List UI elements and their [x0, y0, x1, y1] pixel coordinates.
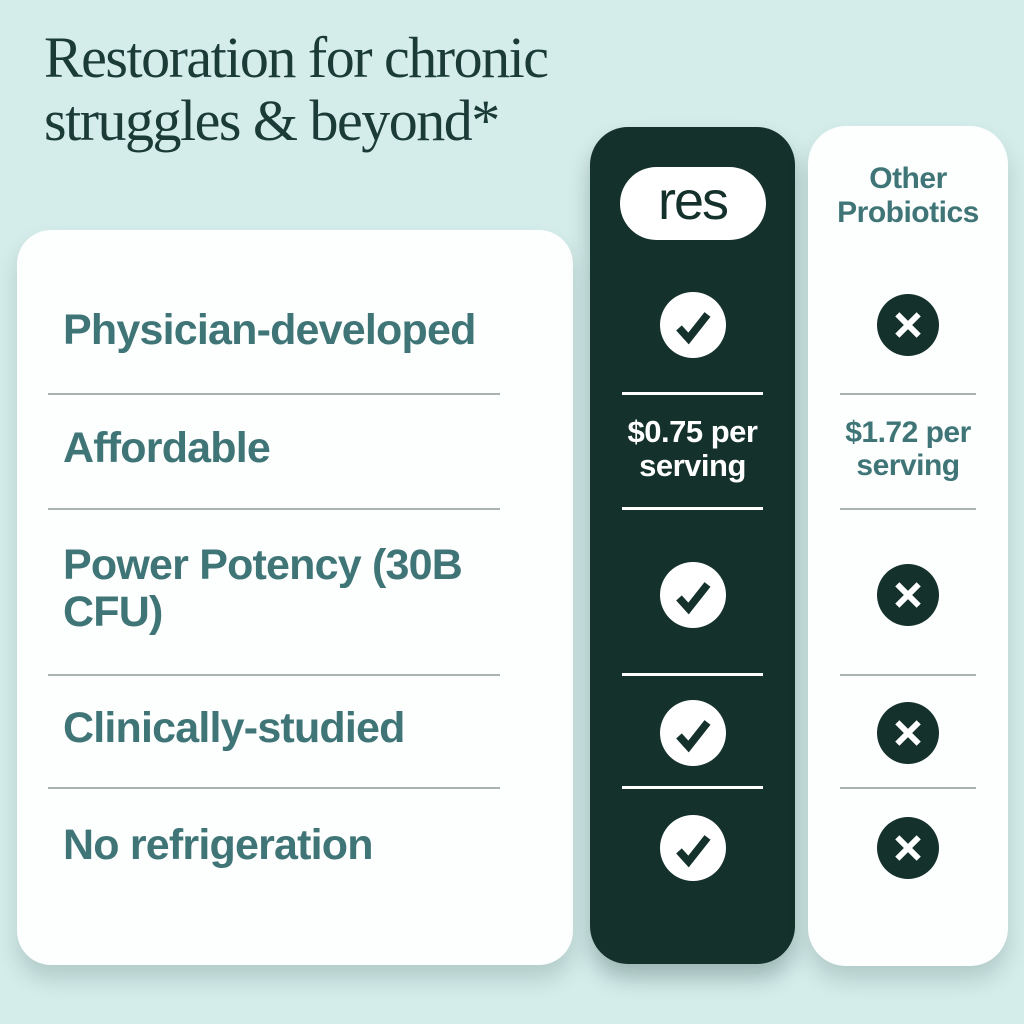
row-divider	[48, 393, 500, 395]
feature-label-no-refrigeration: No refrigeration	[63, 821, 374, 869]
row-divider	[48, 787, 500, 789]
res-price: $0.75 per serving	[590, 415, 795, 483]
other-price-line2: serving	[856, 449, 960, 482]
page-title: Restoration for chronic struggles & beyo…	[44, 25, 549, 154]
other-header-line2: Probiotics	[837, 196, 979, 229]
other-price-line1: $1.72 per	[845, 416, 971, 449]
row-divider	[48, 674, 500, 676]
row-divider	[840, 508, 976, 510]
x-icon	[877, 294, 939, 356]
feature-label-physician-developed: Physician-developed	[63, 306, 476, 354]
res-column: res $0.75 per serving	[590, 127, 795, 964]
check-icon	[659, 815, 726, 881]
row-divider	[840, 674, 976, 676]
res-logo-text: res	[657, 170, 729, 231]
row-divider	[622, 507, 763, 510]
other-header-line1: Other	[869, 162, 947, 195]
other-probiotics-column: Other Probiotics $1.72 per serving	[808, 126, 1008, 966]
feature-label-affordable: Affordable	[63, 424, 271, 472]
check-icon	[659, 562, 726, 628]
row-divider	[840, 393, 976, 395]
res-price-line2: serving	[639, 448, 746, 483]
row-divider	[840, 787, 976, 789]
check-icon	[659, 700, 726, 766]
res-logo: res	[619, 167, 766, 240]
row-divider	[622, 392, 763, 395]
other-price: $1.72 per serving	[808, 416, 1008, 482]
other-column-header: Other Probiotics	[808, 162, 1008, 230]
feature-label-power-potency: Power Potency (30B CFU)	[63, 541, 463, 636]
x-icon	[877, 702, 939, 764]
page-title-line1: Restoration for chronic	[44, 25, 549, 90]
res-price-line1: $0.75 per	[627, 414, 758, 449]
check-icon	[659, 292, 726, 358]
features-card: Physician-developed Affordable Power Pot…	[17, 230, 573, 965]
row-divider	[622, 786, 763, 789]
x-icon	[877, 817, 939, 879]
page-title-line2: struggles & beyond*	[44, 88, 500, 154]
row-divider	[622, 673, 763, 676]
x-icon	[877, 564, 939, 626]
row-divider	[48, 508, 500, 510]
feature-label-clinically-studied: Clinically-studied	[63, 704, 405, 752]
